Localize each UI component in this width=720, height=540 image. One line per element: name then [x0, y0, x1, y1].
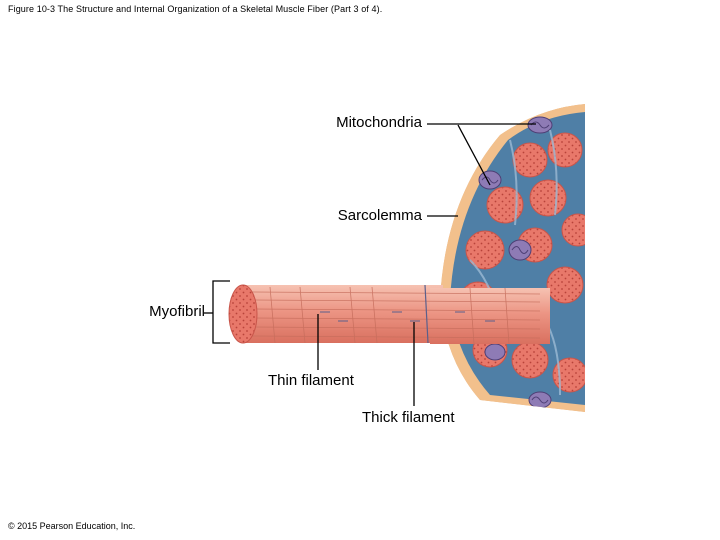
protruding-myofibril	[228, 284, 550, 345]
thin-filament-label: Thin filament	[268, 372, 354, 389]
sarcolemma-label: Sarcolemma	[337, 207, 422, 224]
muscle-fiber-cross-section	[440, 104, 585, 412]
myofibril-label: Myofibril	[149, 303, 205, 320]
myofibril-end-cross-section	[228, 284, 258, 344]
figure-caption: Figure 10-3 The Structure and Internal O…	[8, 4, 383, 14]
mitochondria-label: Mitochondria	[336, 114, 422, 131]
copyright-notice: © 2015 Pearson Education, Inc.	[8, 521, 136, 531]
myofibril-bracket	[212, 280, 230, 344]
thick-filament-label: Thick filament	[362, 409, 455, 426]
leader-lines	[204, 123, 536, 406]
mitochondria-group	[478, 116, 553, 409]
thick-filament-markers	[320, 311, 495, 322]
mitochondria-leader-line-2	[457, 124, 491, 186]
